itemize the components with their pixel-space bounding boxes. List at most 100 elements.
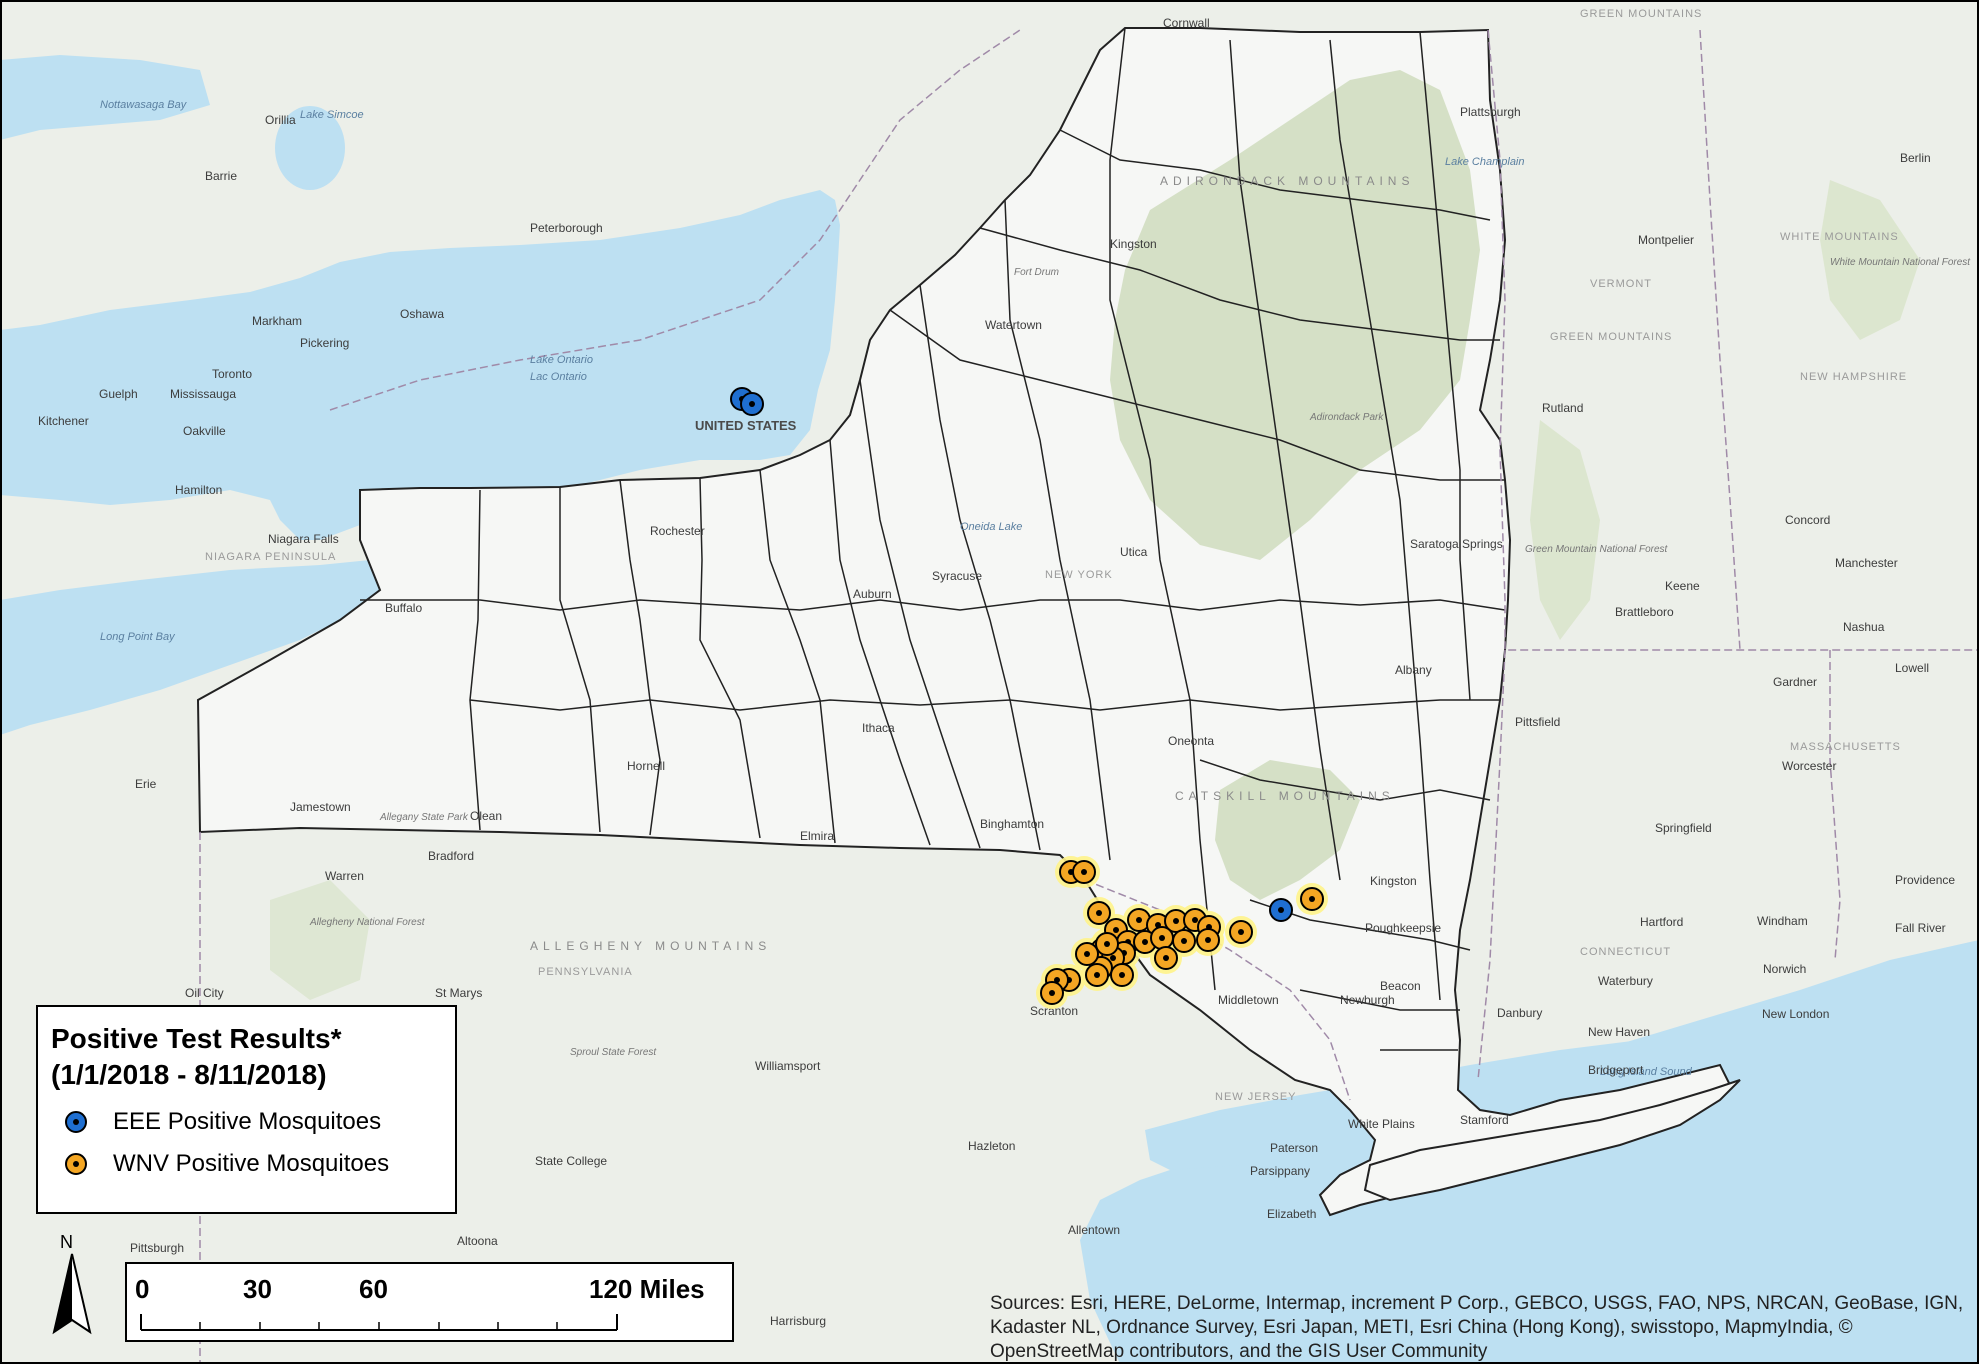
wnv-point-center [1096,910,1102,916]
label-keene: Keene [1665,579,1700,593]
label-cornwall: Cornwall [1163,16,1210,30]
wnv-point-center [1181,938,1187,944]
label-watertown: Watertown [985,318,1042,332]
scale-bar-line [140,1314,618,1331]
label-lake-ontario: Lake Ontario [530,354,593,366]
legend-title-line1: Positive Test Results* [51,1023,342,1054]
label-syracuse: Syracuse [932,569,982,583]
label-allegheny: ALLEGHENY MOUNTAINS [530,939,771,953]
eee-points-layer [730,387,1293,922]
wnv-point-center [1110,955,1116,961]
label-hamilton: Hamilton [175,483,222,497]
eee-point-center [749,401,755,407]
map-credits: Sources: Esri, HERE, DeLorme, Intermap, … [990,1293,1964,1362]
label-parsippany: Parsippany [1250,1164,1310,1178]
long-island [1363,1079,1741,1202]
label-oneonta: Oneonta [1168,734,1214,748]
label-st-marys: St Marys [435,986,482,1000]
label-adirondack: ADIRONDACK MOUNTAINS [1160,174,1414,188]
label-new-york-state: NEW YORK [1045,569,1113,581]
label-allentown: Allentown [1068,1223,1120,1237]
wnv-point-center [1119,972,1125,978]
green-mountain-forest [1530,420,1600,640]
wnv-point-center [1238,929,1244,935]
label-peterborough: Peterborough [530,221,603,235]
adirondack-park [1110,70,1480,560]
label-new-haven: New Haven [1588,1025,1650,1039]
label-plattsburgh: Plattsburgh [1460,105,1521,119]
label-rochester: Rochester [650,524,705,538]
label-warren: Warren [325,869,364,883]
label-buffalo: Buffalo [385,601,422,615]
eee-symbol-icon [65,1111,87,1133]
label-binghamton: Binghamton [980,817,1044,831]
label-sproul: Sproul State Forest [570,1047,657,1058]
label-bradford: Bradford [428,849,474,863]
label-lake-champlain: Lake Champlain [1445,156,1525,168]
allegheny-forest [270,880,370,1000]
label-allegany-park: Allegany State Park [379,812,469,823]
label-windham: Windham [1757,914,1808,928]
scale-tick-30: 30 [243,1274,272,1304]
nottawasaga-bay [0,55,210,140]
label-lake-simcoe: Lake Simcoe [300,109,364,121]
label-white-mountains: WHITE MOUNTAINS [1780,231,1899,243]
label-williamsport: Williamsport [755,1059,821,1073]
label-nottawasaga-bay: Nottawasaga Bay [100,99,188,111]
label-green-mtn-nf: Green Mountain National Forest [1525,544,1669,555]
legend-label-eee: EEE Positive Mosquitoes [113,1108,382,1135]
label-connecticut: CONNECTICUT [1580,946,1671,958]
legend-item-eee: EEE Positive Mosquitoes [51,1105,455,1139]
scale-tick-60: 60 [359,1274,388,1304]
map-labels: ADIRONDACK MOUNTAINS CATSKILL MOUNTAINS … [38,8,1971,1328]
label-pennsylvania: PENNSYLVANIA [538,966,633,978]
label-utica: Utica [1120,545,1148,559]
label-middletown: Middletown [1218,993,1279,1007]
label-concord: Concord [1785,513,1830,527]
label-newburgh: Newburgh [1340,993,1395,1007]
label-white-mtn-nf: White Mountain National Forest [1830,257,1971,268]
label-hartford: Hartford [1640,915,1683,929]
wnv-point-center [1049,990,1055,996]
wnv-point-center [1081,869,1087,875]
label-olean: Olean [470,809,502,823]
label-oneida-lake: Oneida Lake [960,521,1022,533]
label-montpelier: Montpelier [1638,233,1694,247]
label-massachusetts: MASSACHUSETTS [1790,741,1901,753]
label-white-plains: White Plains [1348,1117,1415,1131]
label-scranton: Scranton [1030,1004,1078,1018]
label-orillia: Orillia [265,113,296,127]
legend-title-line2: (1/1/2018 - 8/11/2018) [51,1059,327,1090]
label-vermont: VERMONT [1590,278,1652,290]
label-niagara-falls: Niagara Falls [268,532,339,546]
label-oil-city: Oil City [185,986,224,1000]
wnv-point-center [1173,918,1179,924]
lake-simcoe [275,106,345,190]
label-bridgeport: Bridgeport [1588,1063,1644,1077]
label-providence: Providence [1895,873,1955,887]
label-beacon: Beacon [1380,979,1421,993]
wnv-point-center [1054,977,1060,983]
label-kingston-ny: Kingston [1370,874,1417,888]
label-long-island-sound: Long Island Sound [1600,1066,1693,1078]
county-boundaries [360,27,1506,1051]
label-new-jersey: NEW JERSEY [1215,1091,1297,1103]
label-erie: Erie [135,777,157,791]
label-barrie: Barrie [205,169,237,183]
eee-point-center [1278,907,1284,913]
label-poughkeepsie: Poughkeepsie [1365,921,1441,935]
label-springfield: Springfield [1655,821,1712,835]
legend-label-wnv: WNV Positive Mosquitoes [113,1150,390,1177]
label-green-mountains-top: GREEN MOUNTAINS [1580,8,1702,20]
scale-bar: 0 30 60 120 Miles [125,1262,734,1342]
label-pittsfield: Pittsfield [1515,715,1560,729]
label-allegheny-nf: Allegheny National Forest [309,917,426,928]
wnv-points-layer [1036,856,1328,1009]
label-ithaca: Ithaca [862,721,895,735]
label-markham: Markham [252,314,302,328]
wnv-point-center [1163,955,1169,961]
label-waterbury: Waterbury [1598,974,1653,988]
wnv-symbol-icon [65,1153,87,1175]
legend: Positive Test Results* (1/1/2018 - 8/11/… [36,1005,457,1214]
lake-ontario [0,190,840,540]
